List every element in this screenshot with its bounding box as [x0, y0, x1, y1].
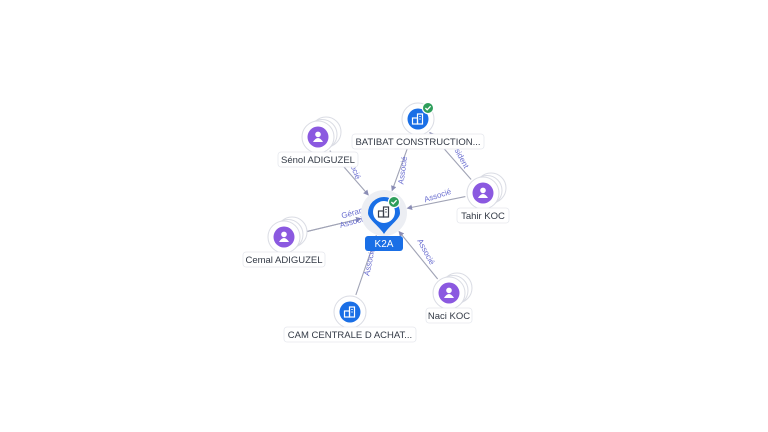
edge-line — [301, 216, 362, 234]
center-label-bg — [365, 236, 403, 251]
person-icon — [444, 287, 454, 298]
building-icon — [377, 206, 390, 218]
edge-line — [406, 196, 466, 211]
node-label-bg — [456, 207, 510, 224]
edge-naci-center: Associé — [398, 230, 439, 280]
edge-line — [398, 230, 439, 280]
node-label-bg — [351, 133, 485, 150]
node-naci[interactable]: Naci KOC — [425, 272, 473, 324]
building-icon — [343, 306, 356, 318]
node-label-bg — [277, 151, 359, 168]
edge-label: Associé — [396, 155, 409, 185]
edge-cemal-center: Associé — [301, 213, 369, 234]
center-node[interactable]: K2A — [361, 190, 407, 251]
node-label: BATIBAT CONSTRUCTION... — [355, 137, 480, 148]
node-tahir[interactable]: Tahir KOC — [456, 172, 510, 224]
edge-tahir-center: Associé — [406, 187, 466, 211]
person-icon — [279, 231, 289, 242]
edge-label: Associé — [362, 247, 377, 277]
node-cam[interactable]: CAM CENTRALE D ACHAT... — [283, 295, 417, 343]
person-icon — [313, 131, 323, 142]
node-batibat[interactable]: BATIBAT CONSTRUCTION... — [351, 101, 485, 150]
node-senol[interactable]: Sénol ADIGUZEL — [277, 116, 359, 168]
nodes-layer: BATIBAT CONSTRUCTION...Sénol ADIGUZEL Tah… — [242, 101, 510, 343]
node-label: Sénol ADIGUZEL — [281, 155, 355, 166]
center-label: K2A — [375, 239, 394, 250]
building-icon — [411, 113, 424, 125]
node-cemal[interactable]: Cemal ADIGUZEL — [242, 216, 326, 268]
node-label: Tahir KOC — [461, 211, 505, 222]
edge-label: Associé — [415, 237, 436, 266]
node-label: Naci KOC — [428, 311, 470, 322]
node-label-bg — [242, 251, 326, 268]
node-label-bg — [283, 326, 417, 343]
person-icon — [478, 187, 488, 198]
verified-check-icon — [421, 101, 435, 115]
node-label: CAM CENTRALE D ACHAT... — [288, 330, 412, 341]
node-label: Cemal ADIGUZEL — [245, 255, 322, 266]
node-label-bg — [425, 307, 473, 324]
verified-check-icon — [387, 195, 401, 209]
